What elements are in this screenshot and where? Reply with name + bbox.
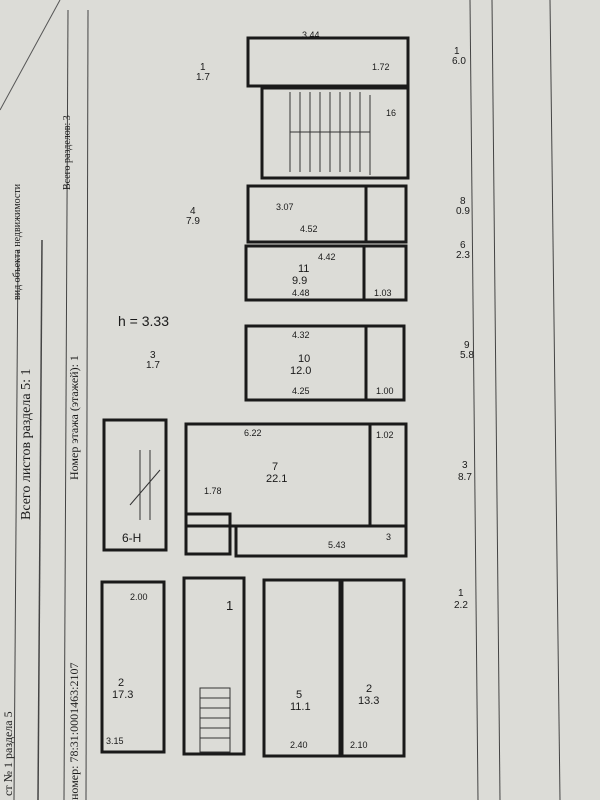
right-label-area: 5.8 [460,350,474,361]
right-label-number: 1 [458,588,464,599]
form-border-line [469,0,479,800]
room-7-number: 7 [272,461,278,473]
sheets-total-text: Всего листов раздела 5: 1 [19,369,34,520]
left-label-number: 4 [190,206,196,217]
room-10-area: 12.0 [290,365,311,377]
stair-tag: 6-Н [122,531,141,545]
sheet-number-text: ст № 1 раздела 5 [1,711,15,796]
corridor-3 [234,524,408,558]
dim-label: 1.72 [372,62,390,72]
side-labels: 1 6.0 8 0.9 6 2.3 9 5.8 3 8.7 1 2.2 1 1.… [146,46,474,611]
stair-hall-number: 1 [226,598,233,613]
room-11-number: 11 [298,263,309,275]
room-2-area: 13.3 [358,695,379,707]
stair-hall-1 [182,576,246,756]
left-label-area: 1.7 [146,360,160,371]
room-5 [262,578,342,758]
form-corner-line [0,0,61,111]
dim-label: 1.02 [376,430,394,440]
dim-label: 2.00 [130,592,148,602]
room-10-number: 10 [298,353,310,365]
left-label-number: 1 [200,62,206,73]
dim-label: 4.52 [300,224,318,234]
right-label-area: 2.3 [456,250,470,261]
dim-label: 16 [386,108,396,118]
form-border-line [549,0,561,800]
sections-total-text: Всего разделов: 3 [62,115,73,190]
dim-label: 3 [386,532,391,542]
room-7-area: 22.1 [266,473,287,485]
staircase [199,687,231,753]
room-5-area: 11.1 [290,701,311,713]
room-2-left [100,580,166,754]
left-staircase [129,450,161,520]
dim-label: 3.15 [106,736,124,746]
room-5-number: 5 [296,689,302,701]
floor-number-text: Номер этажа (этажей): 1 [67,355,81,480]
left-label-number: 3 [150,350,156,361]
left-room-2-number: 2 [118,677,124,689]
dim-label: 1.00 [376,386,394,396]
room-2-right [340,578,406,758]
dim-label: 2.40 [290,740,308,750]
left-room-2-area: 17.3 [112,689,133,701]
room-labels: 11 9.9 10 12.0 7 22.1 5 11.1 2 13.3 2 17… [112,263,379,713]
cadastral-number-text: номер: 78:31:0001463:2107 [67,663,81,800]
dim-label: 1.03 [374,288,392,298]
ceiling-height-note: h = 3.33 [118,313,169,329]
dim-label: 4.42 [318,252,336,262]
right-label-number: 3 [462,460,468,471]
dim-label: 4.48 [292,288,310,298]
right-label-area: 6.0 [452,56,466,67]
object-type-text: вид объекта недвижимости [12,183,23,300]
dim-label: 1.78 [204,486,222,496]
room-11 [244,244,408,302]
left-label-area: 1.7 [196,72,210,83]
dim-label: 6.22 [244,428,262,438]
form-border-line [13,249,19,800]
left-stair-block [102,418,168,552]
form-border-line [63,9,69,800]
dim-label: 5.43 [328,540,346,550]
room-2-number: 2 [366,683,372,695]
dim-label: 3.07 [276,202,294,212]
right-label-area: 8.7 [458,472,472,483]
dim-label: 3.44 [302,30,320,40]
left-label-area: 7.9 [186,216,200,227]
room-10 [244,324,406,402]
vestibule [184,512,232,556]
form-border-line [85,9,89,800]
top-block [246,36,410,244]
room-11-area: 9.9 [292,275,307,287]
form-border-line [491,0,501,800]
dim-label: 4.32 [292,330,310,340]
right-label-number: 9 [464,340,470,351]
right-label-number: 8 [460,196,466,207]
right-label-area: 2.2 [454,600,468,611]
right-label-area: 0.9 [456,206,470,217]
dim-label: 2.10 [350,740,368,750]
form-border-line [37,239,43,800]
dimension-labels: 4.42 4.48 4.32 4.25 1.00 6.22 1.78 1.02 … [106,30,396,750]
right-label-number: 1 [454,46,460,57]
dim-label: 4.25 [292,386,310,396]
right-label-number: 6 [460,240,466,251]
